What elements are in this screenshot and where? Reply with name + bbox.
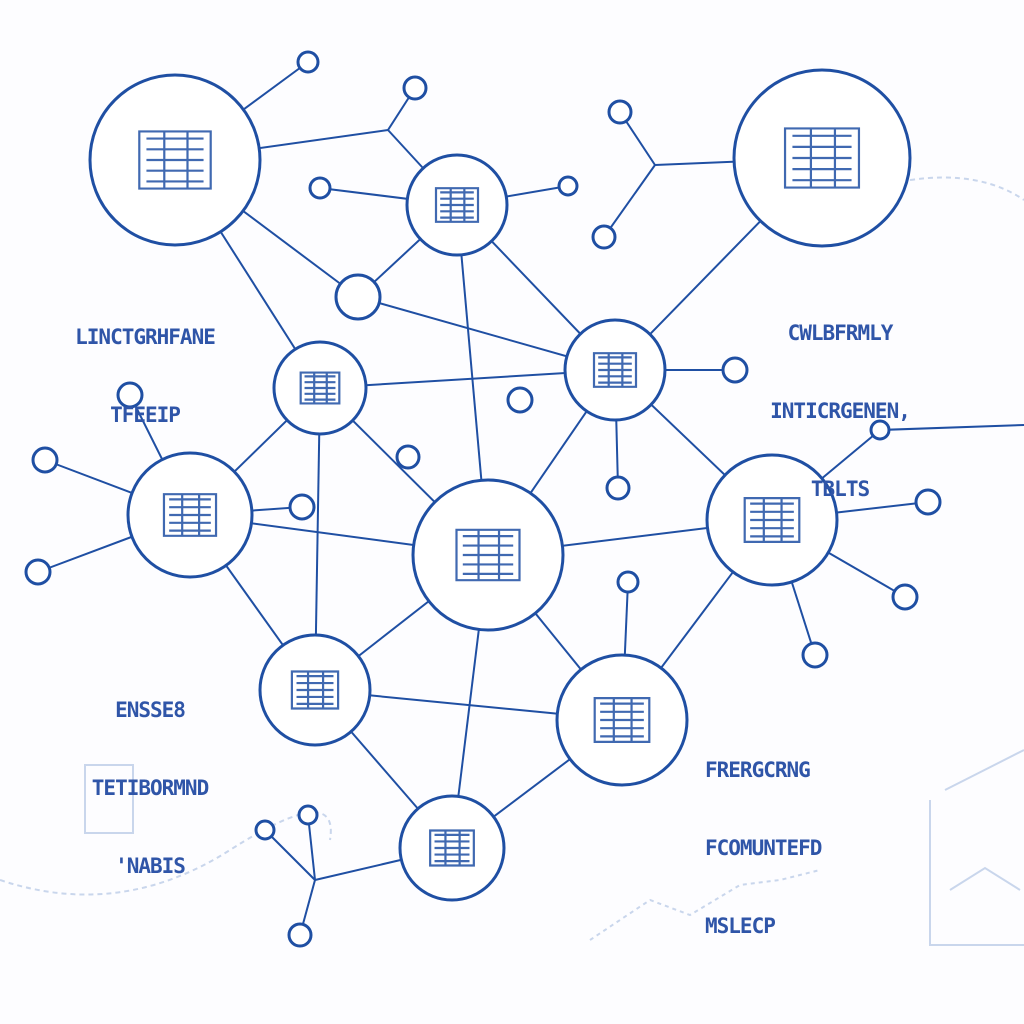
decorative-rect: [84, 764, 134, 834]
circuit-icon: [299, 371, 341, 405]
label-bottom-left: ENSSE8 TETIBORMND 'NABIS: [60, 645, 240, 931]
small-node: [31, 446, 59, 474]
label-line: ENSSE8: [115, 698, 186, 722]
label-line: TETIBORMND: [91, 776, 209, 800]
circuit-icon: [743, 497, 801, 543]
small-node: [506, 386, 534, 414]
label-top-right: CWLBFRMLY INTICRGENEN, TBLTS: [745, 268, 935, 554]
connector-line: [307, 814, 316, 881]
small-node: [402, 75, 428, 101]
label-top-left: LINCTGRHFANE TFEEIP: [50, 272, 240, 480]
circuit-icon: [429, 829, 475, 867]
circuit-icon: [455, 528, 521, 582]
circuit-icon: [593, 697, 651, 743]
small-node: [557, 175, 579, 197]
small-node: [288, 493, 316, 521]
label-line: CWLBFRMLY: [787, 321, 894, 345]
circuit-icon: [290, 670, 340, 710]
small-node: [395, 444, 421, 470]
small-node: [605, 475, 631, 501]
small-node: [801, 641, 829, 669]
small-node: [254, 819, 276, 841]
label-line: 'NABIS: [115, 854, 186, 878]
decorative-curve: [909, 176, 1024, 201]
small-node: [308, 176, 332, 200]
small-node: [616, 570, 640, 594]
small-node: [591, 224, 617, 250]
cloud-node: [334, 273, 382, 321]
circuit-icon: [783, 127, 861, 189]
circuit-icon: [162, 493, 218, 537]
small-node: [287, 922, 313, 948]
circuit-icon: [592, 352, 638, 388]
small-node: [607, 99, 633, 125]
small-node: [297, 804, 319, 826]
small-node: [869, 419, 891, 441]
small-node: [914, 488, 942, 516]
label-line: FCOMUNTEFD: [705, 836, 822, 860]
small-node: [721, 356, 749, 384]
label-line: FRERGCRNG: [705, 758, 811, 782]
label-line: INTICRGENEN,: [770, 399, 911, 423]
circuit-icon: [138, 130, 212, 190]
decorative-chart-sketch: [929, 749, 1024, 946]
label-bottom-right: FRERGCRNG FCOMUNTEFD MSLECP: [705, 705, 895, 991]
label-line: TFEEIP: [110, 403, 181, 427]
circuit-icon: [434, 187, 480, 223]
connector-line: [879, 424, 1024, 431]
label-line: LINCTGRHFANE: [75, 325, 216, 349]
small-node: [296, 50, 320, 74]
small-node: [891, 583, 919, 611]
connector-line: [603, 164, 656, 238]
label-line: TBLTS: [810, 477, 870, 501]
connector-line: [264, 829, 316, 881]
label-line: MSLECP: [705, 914, 776, 938]
small-node: [24, 558, 52, 586]
small-node: [116, 381, 144, 409]
